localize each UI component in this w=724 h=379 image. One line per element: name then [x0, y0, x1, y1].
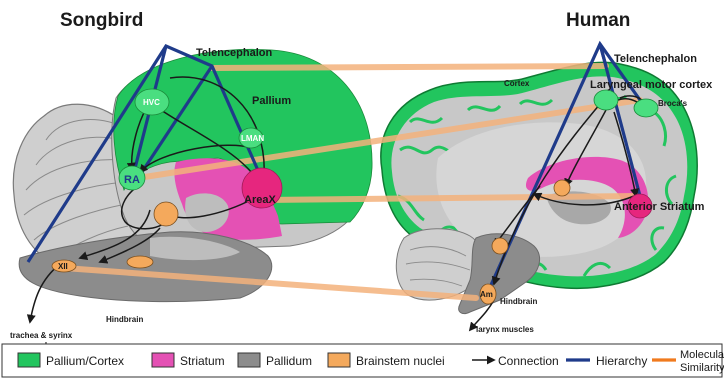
legend-label-hierarchy: Hierarchy [596, 354, 647, 368]
legend-swatch-pallium-cortex [18, 353, 40, 367]
legend-label-pallidum: Pallidum [266, 354, 312, 368]
legend: Pallium/Cortex Striatum Pallidum Brainst… [2, 344, 724, 377]
human-output-label: larynx muscles [476, 325, 534, 334]
legend-swatch-pallidum [238, 353, 260, 367]
legend-label-similarity-line1: Molecular [680, 349, 724, 361]
songbird-brainstem-nucleus [127, 256, 153, 268]
human-title: Human [566, 10, 630, 31]
human-anterior-striatum-label: Anterior Striatum [614, 201, 705, 213]
legend-label-brainstem-nuclei: Brainstem nuclei [356, 354, 445, 368]
songbird-areax-label: AreaX [244, 194, 276, 206]
legend-label-striatum: Striatum [180, 354, 225, 368]
human-lmc-label: Laryngeal motor cortex [590, 79, 713, 91]
songbird-pallium-label: Pallium [252, 95, 291, 107]
human-telencephalon-label: Telenchephalon [614, 53, 697, 65]
songbird-telencephalon-label: Telencephalon [196, 47, 272, 59]
human-cortex-label: Cortex [504, 79, 530, 88]
songbird-hindbrain-label: Hindbrain [106, 315, 143, 324]
songbird-xii-label: XII [58, 262, 68, 271]
songbird-title: Songbird [60, 10, 143, 31]
human-lmc-nucleus [594, 90, 618, 110]
human-thalamic-nucleus [554, 180, 570, 196]
legend-swatch-striatum [152, 353, 174, 367]
songbird-output-label-line1: trachea & syrinx [10, 331, 73, 340]
songbird-ra-label: RA [124, 174, 140, 186]
human-midbrain-nucleus [492, 238, 508, 254]
songbird-hvc-label: HVC [143, 98, 160, 107]
songbird-midbrain-nucleus [154, 202, 178, 226]
legend-label-connection: Connection [498, 354, 559, 368]
human-broca-label: Broca's [658, 99, 688, 108]
legend-label-pallium-cortex: Pallium/Cortex [46, 354, 124, 368]
human-am-label: Am [480, 290, 493, 299]
human-hindbrain-label: Hindbrain [500, 297, 537, 306]
human-broca-nucleus [634, 99, 658, 117]
legend-label-similarity-line2: Similarity [680, 362, 724, 374]
legend-swatch-brainstem-nuclei [328, 353, 350, 367]
songbird-lman-label: LMAN [241, 134, 264, 143]
